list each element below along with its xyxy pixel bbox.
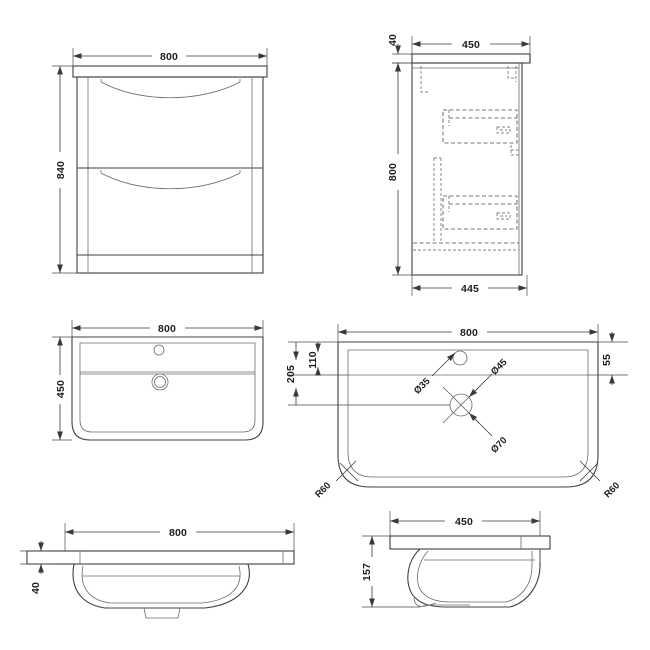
dim-label-basin-plan-width: 800 [158, 323, 176, 335]
dim-label-cabinet-height: 840 [55, 161, 67, 179]
dim-label-hole-35: Ø35 [412, 375, 433, 396]
dim-cabinet-side-depth-top: 450 [411, 36, 531, 54]
view-cabinet-front: 800 840 [52, 48, 268, 274]
dim-label-basin-plan-depth: 450 [55, 380, 67, 398]
dim-label-radius-right: R60 [602, 480, 622, 500]
dim-label-basin-front-rim: 40 [30, 582, 42, 594]
view-basin-front: 800 40 [20, 523, 295, 619]
cabinet-side-hidden-detail [413, 66, 519, 251]
dim-basin-side-depth: 450 [389, 511, 541, 536]
basin-plan-outline [71, 336, 264, 441]
dim-label-side-depth-base: 445 [461, 283, 479, 295]
basin-detail-outline [337, 341, 599, 488]
dim-label-cabinet-width: 800 [160, 51, 178, 63]
view-basin-plan-detail: Ø35 Ø45 Ø70 R60 R60 800 [285, 324, 628, 500]
dim-cabinet-side-depth-base: 445 [411, 275, 528, 296]
dim-basin-detail-right: 55 [588, 332, 628, 385]
cabinet-side-outline [411, 53, 531, 276]
dim-label-basin-detail-width: 800 [460, 327, 478, 339]
dim-label-basin-detail-55: 55 [601, 354, 613, 366]
dim-label-side-top-thickness: 40 [387, 34, 399, 46]
dim-basin-side-height: 157 [361, 535, 420, 608]
dim-label-basin-side-depth: 450 [455, 516, 473, 528]
dim-label-basin-detail-205: 205 [285, 365, 297, 383]
view-basin-side: 450 157 [361, 511, 551, 608]
dim-cabinet-front-height: 840 [52, 65, 77, 274]
basin-detail-hole-leaders: Ø35 Ø45 Ø70 [412, 352, 510, 455]
basin-detail-radius-callouts: R60 R60 [313, 460, 622, 500]
dim-basin-plan-depth: 450 [52, 336, 72, 441]
dim-label-basin-front-width: 800 [169, 527, 187, 539]
dim-basin-detail-left: 110 205 [285, 341, 450, 406]
dim-label-basin-detail-110: 110 [307, 351, 319, 369]
cabinet-front-outline [72, 65, 268, 274]
dim-label-side-depth-top: 450 [462, 39, 480, 51]
basin-detail-holes [442, 350, 480, 424]
dim-cabinet-side-height: 800 [387, 62, 412, 276]
view-cabinet-side: 40 450 800 445 [387, 34, 531, 296]
dim-cabinet-front-width: 800 [72, 48, 268, 66]
basin-side-outline [389, 535, 551, 608]
view-basin-plan: 800 450 [52, 320, 264, 441]
dim-label-side-height: 800 [387, 163, 399, 181]
dim-basin-detail-width: 800 [337, 324, 599, 342]
dim-basin-plan-width: 800 [71, 320, 264, 337]
dim-label-basin-side-height: 157 [361, 563, 373, 581]
dim-label-hole-70: Ø70 [489, 435, 509, 455]
basin-front-outline [26, 550, 295, 619]
dim-label-radius-left: R60 [313, 480, 333, 500]
dim-basin-front-width: 800 [64, 523, 295, 551]
dim-basin-front-rim: 40 [20, 541, 50, 594]
dim-cabinet-side-top-thickness: 40 [387, 34, 412, 73]
